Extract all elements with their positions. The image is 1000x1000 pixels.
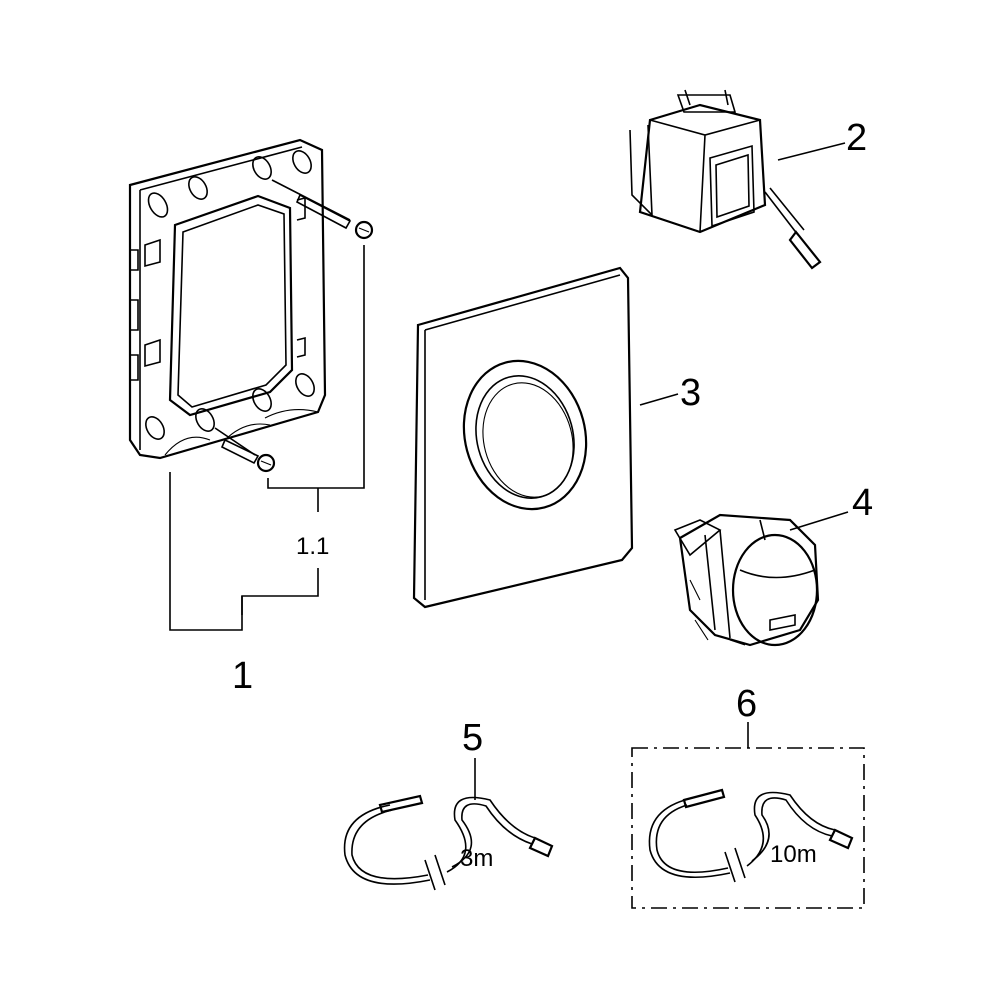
callout-4: 4 bbox=[852, 482, 873, 524]
cable-10m-length: 10m bbox=[770, 841, 817, 868]
power-supply-unit bbox=[629, 89, 822, 270]
leader-3 bbox=[639, 393, 679, 406]
callout-5: 5 bbox=[462, 717, 483, 759]
callout-3: 3 bbox=[680, 372, 701, 414]
callout-leaders-1 bbox=[169, 245, 365, 631]
cable-3m-length: 3m bbox=[460, 845, 493, 872]
callout-1: 1 bbox=[232, 655, 253, 697]
mounting-frame bbox=[128, 138, 327, 460]
cable-10m bbox=[648, 788, 854, 883]
sensor-module bbox=[673, 513, 820, 647]
cover-plate bbox=[412, 266, 634, 609]
screw-top bbox=[271, 179, 374, 240]
leader-2 bbox=[777, 142, 846, 161]
callout-1-1: 1.1 bbox=[296, 533, 329, 560]
callout-2: 2 bbox=[846, 117, 867, 159]
leader-4 bbox=[789, 511, 849, 531]
cable-3m bbox=[343, 794, 554, 891]
screw-bottom bbox=[214, 427, 276, 473]
callout-6: 6 bbox=[736, 683, 757, 725]
